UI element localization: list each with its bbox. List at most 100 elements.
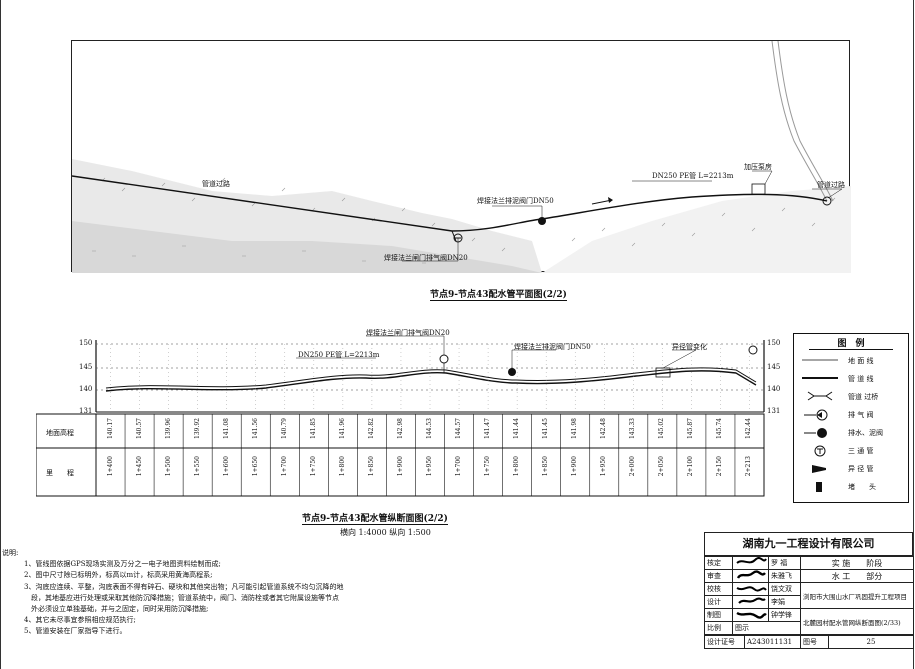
bridge-icon [800, 391, 840, 403]
tb-role-2: 校核 [704, 582, 733, 596]
tb-role-3: 设计 [704, 595, 733, 609]
tb-name-1: 朱雅飞 [768, 569, 801, 583]
elevation-cell: 145.02 [658, 418, 666, 439]
profile-drain-valve-label: 焊接法兰排泥阀门DN50 [514, 343, 591, 351]
notes-lines: 1、管线图依据GPS现场实测及万分之一电子地图资料绘制而成; 2、图中尺寸除已标明… [22, 559, 343, 637]
chainage-cell: 2+213 [745, 456, 753, 477]
legend-item-label: 管道 过桥 [848, 393, 879, 401]
chainage-cell: 1+800 [338, 456, 346, 477]
chainage-cell: 1+550 [193, 456, 201, 477]
profile-scale: 横向 1:4000 纵向 1:500 [340, 528, 431, 537]
y-tick-150: 150 [79, 339, 93, 347]
legend-item-label: 地 面 线 [848, 357, 874, 365]
chainage-cell: 2+100 [687, 456, 695, 477]
sheet-border-right [913, 0, 914, 669]
chainage-cell: 1+900 [571, 456, 579, 477]
note-line: 段，其地基应进行处理或采取其他防沉降措施；管道系统中，阀门、消防栓或者其它附属设… [24, 593, 339, 602]
plan-view: DN250 PE管 L=2213m 焊接法兰排泥阀门DN50 焊接法兰闸门排气阀… [71, 40, 851, 273]
tb-drawing-no: 25 [828, 635, 914, 649]
profile-reducer-label: 异径管变化 [672, 343, 707, 351]
chainage-cell: 1+950 [426, 456, 433, 477]
y-tick-131-r: 131 [767, 407, 781, 415]
chainage-cell: 1+850 [542, 456, 550, 477]
tb-name-0: 罗 福 [768, 556, 801, 570]
plan-crossing-right: 管道过路 [817, 181, 845, 189]
legend-item: 排 气 阀 [798, 408, 908, 422]
elevation-cell: 144.53 [426, 418, 433, 439]
legend-item-label: 管 道 线 [848, 375, 874, 383]
title-block-footer: 设计证号 A243011131 图号 25 [704, 635, 914, 649]
tb-drawing-no-label: 图号 [800, 635, 829, 649]
chainage-cell: 1+800 [513, 456, 521, 477]
tee-icon [800, 445, 840, 459]
elevation-cell: 139.96 [164, 418, 172, 439]
tb-cert-label: 设计证号 [704, 635, 745, 649]
note-line: 4、其它未尽事宜参照相应规范执行; [24, 616, 136, 625]
profile-air-valve-label: 焊接法兰闸门排气阀DN20 [366, 329, 450, 337]
tb-role-5: 比例 [704, 621, 733, 635]
tb-role-1: 审查 [704, 569, 733, 583]
elevation-cell: 141.45 [542, 418, 550, 439]
thick-line-icon [800, 373, 840, 385]
tb-dept: 水 工 部分 [800, 569, 914, 583]
note-line: 外必须设立单独基础，并与之固定，同时采用防沉降措施; [24, 605, 209, 614]
legend-item: 管 道 线 [798, 372, 908, 386]
chainage-cell: 1+900 [396, 456, 404, 477]
elevation-cell: 141.98 [571, 418, 579, 439]
elevation-cell: 142.44 [745, 418, 753, 439]
elevation-cell: 141.96 [338, 418, 346, 439]
legend-item: 地 面 线 [798, 354, 908, 368]
tb-drawing-name: 北麓园村配水管网纵断面图(2/33) [800, 608, 914, 635]
tb-name-3: 李娟 [768, 595, 801, 609]
tb-name-2: 饶文双 [768, 582, 801, 596]
tb-role-4: 制图 [704, 608, 733, 622]
elevation-cell: 141.85 [309, 418, 317, 439]
tb-sign-0 [732, 556, 769, 570]
elevation-cell: 140.17 [106, 418, 114, 439]
profile-view: 150 145 140 131 150 145 140 131 焊接法兰闸门排气… [36, 329, 781, 505]
y-tick-150-r: 150 [767, 339, 781, 347]
elevation-cell: 145.87 [687, 418, 695, 439]
row-label-elevation: 地面高程 [46, 429, 74, 437]
chainage-cell: 1+450 [135, 456, 143, 477]
notes: 说明: 1、管线图依据GPS现场实测及万分之一电子地图资料绘制而成;2、图中尺寸… [2, 548, 343, 638]
plan-crossing-left: 管道过路 [202, 180, 230, 188]
chainage-cell: 1+950 [600, 456, 608, 477]
elevation-cell: 141.56 [251, 418, 259, 439]
legend-title: 图 例 [837, 339, 865, 349]
tb-cert-no: A243011131 [744, 635, 801, 649]
title-block-table: 核定 罗 福 实 施 阶段 审查 朱雅飞 水 工 部分 校核 饶文双 浏阳市大围… [704, 556, 914, 635]
tb-project: 浏阳市大围山水厂巩固提升工程项目 [800, 582, 914, 609]
note-line: 5、管道安装在厂家指导下进行。 [24, 627, 127, 636]
chainage-cell: 2+000 [629, 456, 637, 477]
elevation-cell: 143.33 [629, 418, 637, 439]
elevation-cell: 142.48 [600, 418, 608, 439]
note-line: 1、管线图依据GPS现场实测及万分之一电子地图资料绘制而成; [24, 560, 221, 569]
tb-sign-1 [732, 569, 769, 583]
legend-item-label: 排 气 阀 [848, 411, 874, 419]
chainage-cell: 1+700 [455, 456, 463, 477]
chainage-cell: 1+850 [367, 456, 375, 477]
reducer-icon [800, 463, 840, 477]
legend-title-rule [809, 349, 893, 350]
chainage-cell: 1+650 [251, 456, 259, 477]
plan-air-valve-label: 焊接法兰闸门排气阀DN20 [384, 254, 468, 262]
elevation-cell: 142.82 [367, 418, 375, 439]
y-tick-131: 131 [79, 407, 93, 415]
plan-map [72, 41, 851, 273]
tb-scale-value: 图示 [732, 621, 801, 635]
note-line: 2、图中尺寸除已标明外，标高以m计，标高采用黄海高程系; [24, 571, 213, 580]
legend-item: 管道 过桥 [798, 390, 908, 404]
chainage-cell: 1+700 [280, 456, 288, 477]
chainage-cell: 2+150 [716, 456, 724, 477]
row-label-chainage: 里 程 [46, 469, 74, 477]
tb-sign-3 [732, 595, 769, 609]
legend-item: 堵 头 [798, 480, 908, 494]
profile-chart [36, 335, 765, 497]
chainage-cell: 1+750 [309, 456, 317, 477]
chainage-cell: 1+750 [484, 456, 492, 477]
chainage-cell: 2+050 [658, 456, 666, 477]
tb-role-0: 核定 [704, 556, 733, 570]
chainage-cell: 1+400 [106, 456, 114, 477]
note-line: 3、沟底应连续、平整，沟底表面不得有碎石、硬块和其他突出物；凡可能引起管道系统不… [24, 582, 344, 591]
